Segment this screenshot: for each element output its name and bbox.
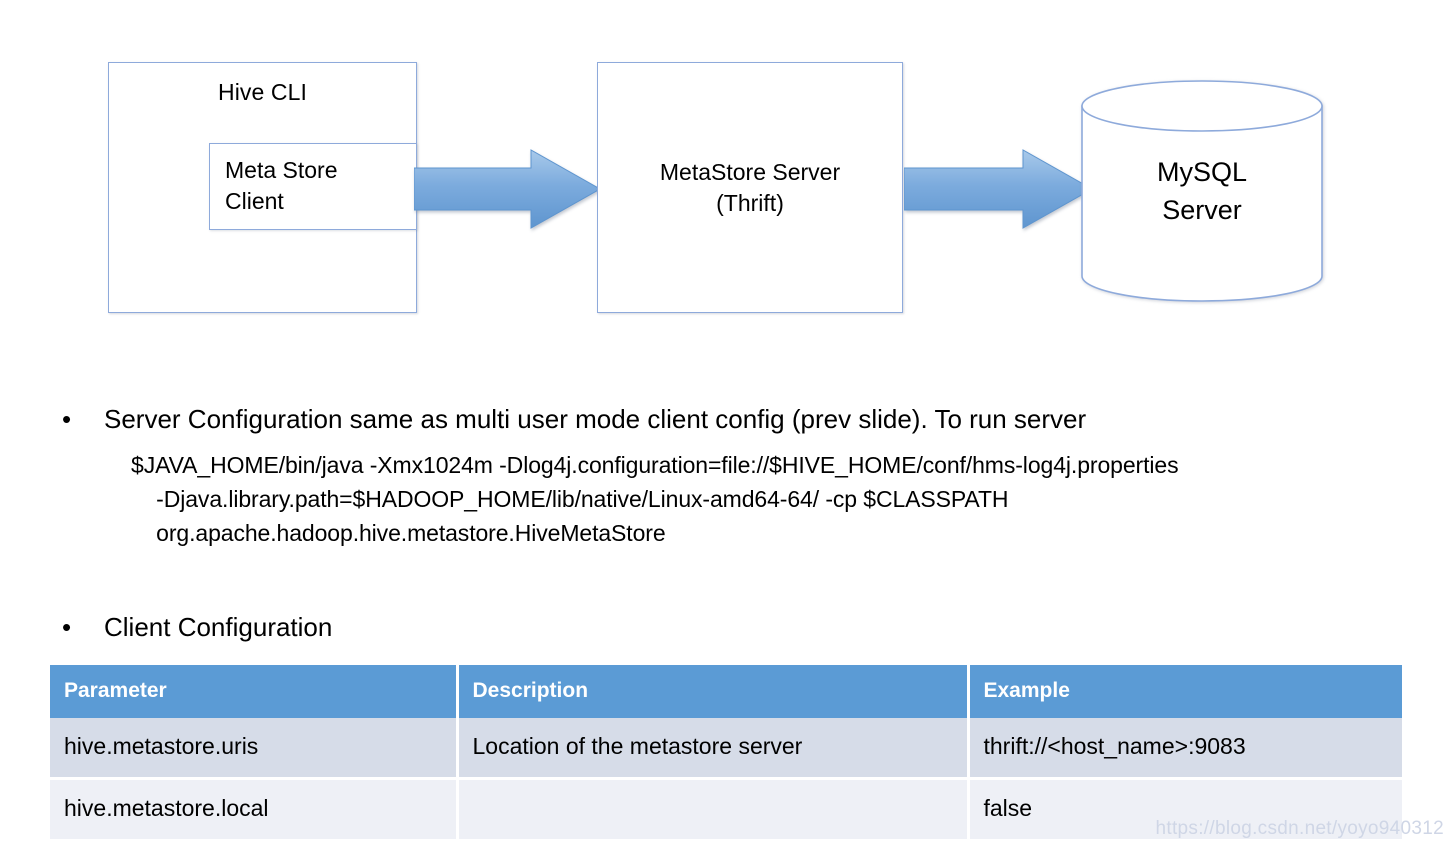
- table-row: hive.metastore.uris Location of the meta…: [50, 718, 1402, 780]
- architecture-diagram: Hive CLI Meta Store Client MetaStore Ser…: [0, 0, 1452, 360]
- meta-store-client-label: Meta Store Client: [225, 157, 338, 214]
- bullet-client-configuration-text: Client Configuration: [104, 612, 333, 642]
- metastore-server-label: MetaStore Server (Thrift): [659, 158, 841, 216]
- bullet-marker-icon: •: [62, 612, 72, 642]
- arrow-cli-to-metastore-icon: [414, 147, 600, 231]
- cell-description: Location of the metastore server: [457, 718, 970, 780]
- bullet-client-configuration: • Client Configuration: [50, 610, 332, 644]
- table-row: hive.metastore.local false: [50, 778, 1402, 842]
- mysql-server-label: MySQL Server: [1156, 157, 1248, 225]
- hive-cli-box: Hive CLI Meta Store Client: [108, 62, 417, 313]
- bullet-marker-icon: •: [62, 404, 72, 434]
- arrow-metastore-to-mysql-icon: [904, 147, 1092, 231]
- cell-example: false: [968, 778, 1402, 842]
- hive-cli-title: Hive CLI: [218, 79, 307, 105]
- cell-parameter: hive.metastore.uris: [50, 718, 459, 780]
- cell-example: thrift://<host_name>:9083: [968, 718, 1402, 780]
- table-header-description: Description: [457, 665, 970, 718]
- metastore-server-box: MetaStore Server (Thrift): [597, 62, 903, 313]
- table-header-example: Example: [968, 665, 1402, 718]
- cell-description: [457, 778, 970, 842]
- meta-store-client-box: Meta Store Client: [209, 143, 417, 230]
- cell-parameter: hive.metastore.local: [50, 778, 459, 842]
- mysql-server-cylinder: MySQL Server: [1081, 80, 1323, 302]
- bullet-server-configuration: • Server Configuration same as multi use…: [50, 402, 1086, 436]
- client-configuration-table: Parameter Description Example hive.metas…: [50, 665, 1402, 842]
- bullet-server-configuration-text: Server Configuration same as multi user …: [104, 404, 1087, 434]
- table-header-row: Parameter Description Example: [50, 665, 1402, 718]
- server-start-command: $JAVA_HOME/bin/java -Xmx1024m -Dlog4j.co…: [131, 452, 1179, 546]
- table-header-parameter: Parameter: [50, 665, 459, 718]
